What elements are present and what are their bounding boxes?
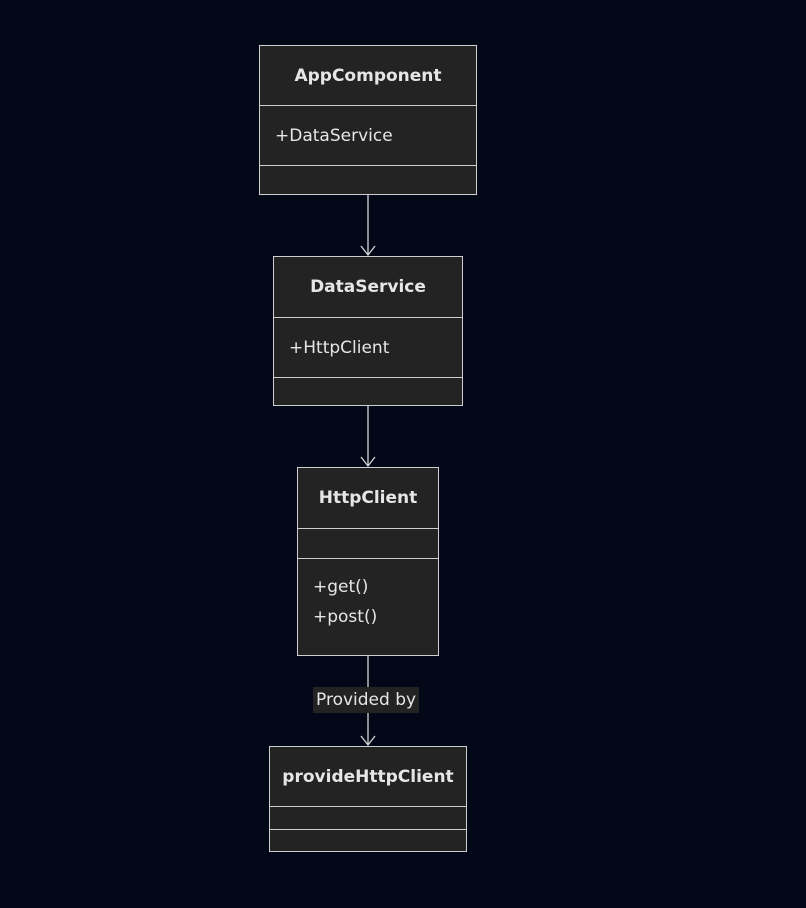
class-attributes [270, 807, 466, 830]
arrowhead-data-to-http [360, 456, 376, 468]
class-name: AppComponent [260, 46, 476, 106]
class-attributes: +HttpClient [274, 318, 462, 378]
arrowhead-app-to-data [360, 245, 376, 257]
class-methods [274, 378, 462, 405]
class-methods [260, 166, 476, 194]
class-box-httpclient[interactable]: HttpClient +get() +post() [297, 467, 439, 656]
class-box-dataservice[interactable]: DataService +HttpClient [273, 256, 463, 406]
class-attributes [298, 529, 438, 559]
arrowhead-http-to-provide [360, 735, 376, 747]
class-box-appcomponent[interactable]: AppComponent +DataService [259, 45, 477, 195]
class-methods [270, 830, 466, 851]
class-method: +post() [313, 607, 378, 627]
class-attributes: +DataService [260, 106, 476, 166]
class-name: DataService [274, 257, 462, 318]
class-attribute: +HttpClient [289, 338, 390, 358]
class-name: HttpClient [298, 468, 438, 529]
edge-label-provided-by: Provided by [313, 687, 420, 713]
class-box-providehttpclient[interactable]: provideHttpClient [269, 746, 467, 852]
class-attribute: +DataService [275, 126, 393, 146]
class-methods: +get() +post() [298, 559, 438, 655]
class-name: provideHttpClient [270, 747, 466, 807]
class-method: +get() [313, 577, 369, 597]
